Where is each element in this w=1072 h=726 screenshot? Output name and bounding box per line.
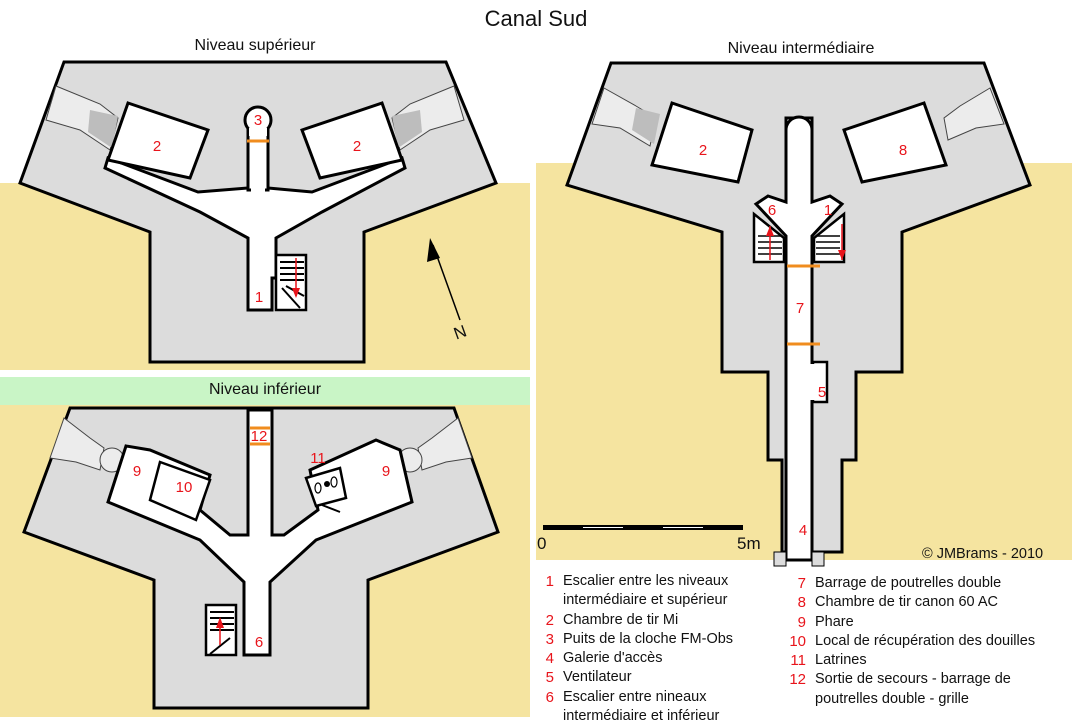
middle-label-1: 1 (824, 202, 832, 219)
lower-level-plan: 12 11 9 9 10 6 (0, 377, 530, 717)
middle-stair-right (812, 211, 846, 264)
lower-label-9-right: 9 (382, 463, 390, 480)
middle-room-8 (842, 101, 948, 184)
middle-level-plan: 2 8 6 1 7 5 4 (536, 61, 1072, 567)
stair-down-arrow-icon (292, 288, 300, 298)
lower-header-band (0, 377, 530, 405)
page-title: Canal Sud (484, 6, 588, 31)
legend-item-cont: intermédiaire et inférieur (563, 708, 720, 725)
lower-level-title: Niveau inférieur (208, 381, 322, 398)
scale-start-label: 0 (537, 534, 547, 553)
upper-level-title: Niveau supérieur (194, 37, 316, 54)
stair-down-arrow-icon (838, 250, 846, 260)
lower-right-embrasure (397, 417, 473, 473)
upper-level-plan: 3 2 2 1 N (0, 60, 530, 370)
stair-up-arrow-icon (766, 226, 774, 236)
middle-stair-left (752, 211, 786, 264)
lower-label-12: 12 (251, 428, 268, 445)
middle-label-6: 6 (768, 202, 776, 219)
middle-level-title: Niveau intermédiaire (727, 40, 875, 57)
stair-up-arrow-icon (216, 617, 224, 628)
lower-room-10 (148, 460, 212, 522)
lower-stair (204, 603, 238, 657)
upper-label-1: 1 (255, 289, 263, 306)
lower-label-11: 11 (310, 450, 326, 467)
legend-item-cont: poutrelles double - grille (815, 690, 969, 707)
middle-label-5: 5 (818, 384, 826, 401)
middle-label-7: 7 (796, 300, 804, 317)
upper-label-2-right: 2 (353, 138, 361, 155)
middle-label-4: 4 (799, 522, 807, 539)
middle-room-2 (650, 101, 754, 184)
middle-label-8: 8 (899, 142, 907, 159)
lower-label-6: 6 (255, 634, 263, 651)
middle-right-embrasure (943, 87, 1005, 141)
north-arrow-icon (427, 238, 461, 321)
copyright-text: © JMBrams - 2010 (922, 546, 1044, 562)
upper-room-2-left (106, 101, 210, 180)
legend-item-cont: intermédiaire et supérieur (563, 592, 728, 609)
upper-room-2-right (300, 101, 404, 180)
north-label: N (451, 321, 469, 343)
upper-label-3: 3 (254, 112, 262, 129)
lower-label-9-left: 9 (133, 463, 141, 480)
lower-label-10: 10 (176, 479, 193, 496)
upper-label-2-left: 2 (153, 138, 161, 155)
middle-label-2: 2 (699, 142, 707, 159)
lower-room-11-latrines (304, 466, 348, 513)
scale-end-label: 5m (737, 534, 761, 553)
middle-left-embrasure (591, 87, 660, 147)
scale-bar (543, 525, 743, 530)
upper-stair (274, 253, 308, 312)
